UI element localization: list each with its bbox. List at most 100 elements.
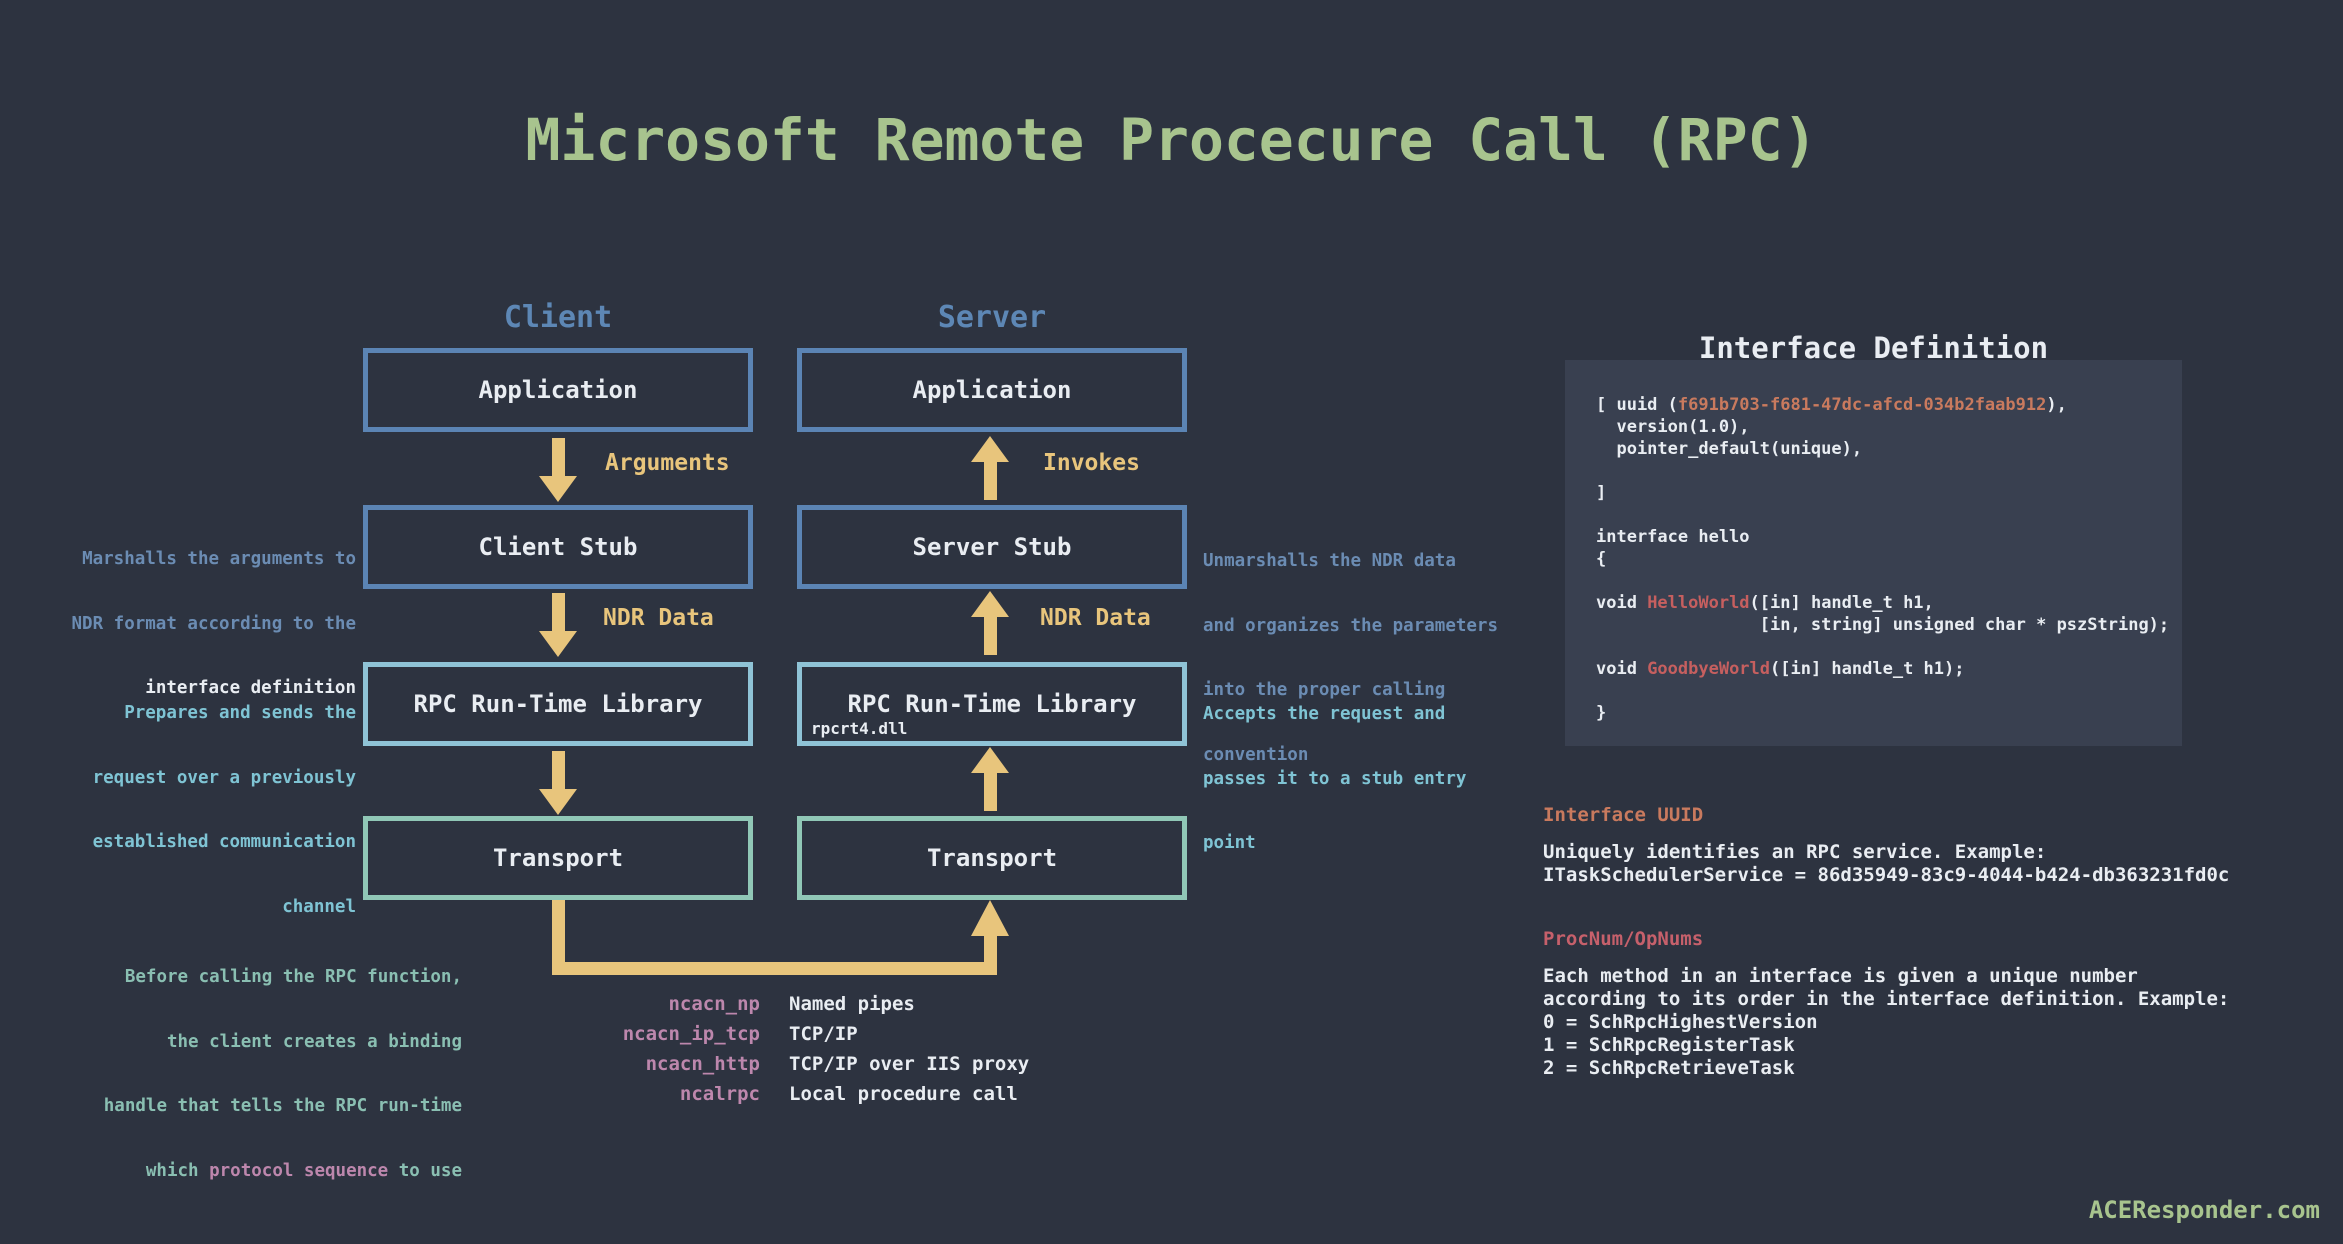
server-invokes-arrow-up-icon [971,436,1009,500]
arrow-shaft [551,438,565,476]
annotation-line: Unmarshalls the NDR data [1203,551,1456,571]
server-stub-label: Server Stub [912,533,1072,561]
protocol-name: ncacn_np [668,993,760,1015]
transport-connector-arrow-head [971,900,1009,936]
client-stub-box: Client Stub [363,505,753,589]
server-application-box: Application [797,348,1187,432]
code-line: version(1.0), [1596,416,2182,438]
annotation-line: request over a previously [92,767,356,788]
section-line: 1 = SchRpcRegisterTask [1543,1034,1795,1056]
client-stub-label: Client Stub [478,533,638,561]
rpcrt4-dll-label: rpcrt4.dll [811,719,908,738]
code-segment: ([in] handle_t h1); [1770,659,1965,679]
annotation-line: convention [1203,744,1309,765]
arrow-shaft [983,462,997,500]
code-line: { [1596,548,2182,570]
arrow-shaft [983,773,997,811]
client-transport-label: Transport [492,844,624,872]
code-uuid-value: f691b703-f681-47dc-afcd-034b2faab912 [1677,395,2047,415]
interface-definition-code-panel: [ uuid (f691b703-f681-47dc-afcd-034b2faa… [1565,360,2182,746]
annotation-line: handle that tells the RPC run-time [103,1096,462,1116]
page-title: Microsoft Remote Procecure Call (RPC) [525,106,1818,174]
client-transport-box: Transport [363,816,753,900]
annotation-segment: which [145,1160,210,1181]
code-line [1596,570,2182,592]
code-line: void HelloWorld([in] handle_t h1, [1596,592,2182,614]
code-line [1596,460,2182,482]
code-segment: [ uuid ( [1596,395,1678,415]
transport-connector-horizontal-segment [552,962,997,975]
code-segment: { [1596,549,1607,569]
invokes-arrow-label: Invokes [1043,450,1140,476]
client-runtime-box: RPC Run-Time Library [363,662,753,746]
code-function-name: GoodbyeWorld [1647,659,1771,679]
transport-connector-right-segment [984,936,997,975]
code-line [1596,636,2182,658]
arrow-head [971,591,1009,617]
server-runtime-box: RPC Run-Time Library rpcrt4.dll [797,662,1187,746]
annotation-line: point [1203,833,1256,853]
client-application-box: Application [363,348,753,432]
code-line: [in, string] unsigned char * pszString); [1596,614,2182,636]
code-segment: ] [1596,483,1607,503]
arrow-head [539,476,577,502]
annotation-line: channel [282,896,356,917]
client-arguments-arrow-down-icon [539,438,577,502]
section-line: 2 = SchRpcRetrieveTask [1543,1057,1795,1079]
server-stub-annotation: Unmarshalls the NDR data and organizes t… [1203,508,1498,809]
arrow-shaft [551,751,565,789]
client-ndr-data-arrow-label: NDR Data [603,605,714,631]
arguments-arrow-label: Arguments [605,450,730,476]
procnum-opnums-section: ProcNum/OpNums Each method in an interfa… [1543,928,2229,1080]
protocol-name: ncacn_http [645,1053,760,1075]
code-line: } [1596,702,2182,724]
code-segment: } [1596,703,1607,723]
annotation-line: passes it to a stub entry [1203,768,1467,789]
code-segment: interface hello [1596,527,1750,547]
protocol-name: ncalrpc [679,1083,760,1105]
server-runtime-annotation: Accepts the request and passes it to a s… [1203,661,1466,898]
server-ndr-arrow-up-icon [971,591,1009,655]
annotation-line: into the proper calling [1203,680,1446,700]
code-line: ] [1596,482,2182,504]
code-line: interface hello [1596,526,2182,548]
code-line [1596,680,2182,702]
binding-handle-annotation: Before calling the RPC function, the cli… [104,924,462,1225]
code-segment: void [1596,593,1648,613]
protocol-row: ncacn_ip_tcp TCP/IP [340,1019,1029,1049]
arrow-head [971,436,1009,462]
annotation-line: the client creates a binding [166,1031,462,1052]
section-line: 0 = SchRpcHighestVersion [1543,1011,1818,1033]
annotation-segment: to use [388,1160,462,1181]
client-application-label: Application [478,376,638,404]
section-line: Each method in an interface is given a u… [1543,965,2138,987]
code-line: [ uuid (f691b703-f681-47dc-afcd-034b2faa… [1596,394,2182,416]
client-stub-annotation: Marshalls the arguments to NDR format ac… [72,506,356,743]
code-segment: ([in] handle_t h1, [1749,593,1934,613]
code-line: pointer_default(unique), [1596,438,2182,460]
protocol-sequence-list: ncacn_np Named pipes ncacn_ip_tcp TCP/IP… [340,989,1030,1109]
interface-uuid-section: Interface UUID Uniquely identifies an RP… [1543,804,2229,887]
code-line [1596,504,2182,526]
annotation-line: Accepts the request and [1203,704,1446,724]
interface-uuid-title: Interface UUID [1543,804,1704,826]
protocol-name: ncacn_ip_tcp [622,1023,760,1045]
client-runtime-label: RPC Run-Time Library [413,690,703,718]
server-runtime-label: RPC Run-Time Library [847,690,1137,718]
interface-definition-title: Interface Definition [1698,331,2049,365]
server-stub-box: Server Stub [797,505,1187,589]
arrow-shaft [983,617,997,655]
code-line: void GoodbyeWorld([in] handle_t h1); [1596,658,2182,680]
section-line: ITaskSchedulerService = 86d35949-83c9-40… [1543,864,2230,886]
annotation-emphasis: protocol sequence [209,1160,389,1181]
server-transport-runtime-arrow-up-icon [971,747,1009,811]
transport-connector-left-segment [552,900,565,975]
arrow-head [539,789,577,815]
protocol-description: Named pipes [789,993,915,1015]
protocol-row: ncacn_http TCP/IP over IIS proxy [340,1049,1030,1079]
code-segment: [in, string] unsigned char * pszString); [1596,615,2170,635]
code-segment: void [1596,659,1648,679]
annotation-line: and organizes the parameters [1203,615,1499,636]
arrow-head [539,631,577,657]
